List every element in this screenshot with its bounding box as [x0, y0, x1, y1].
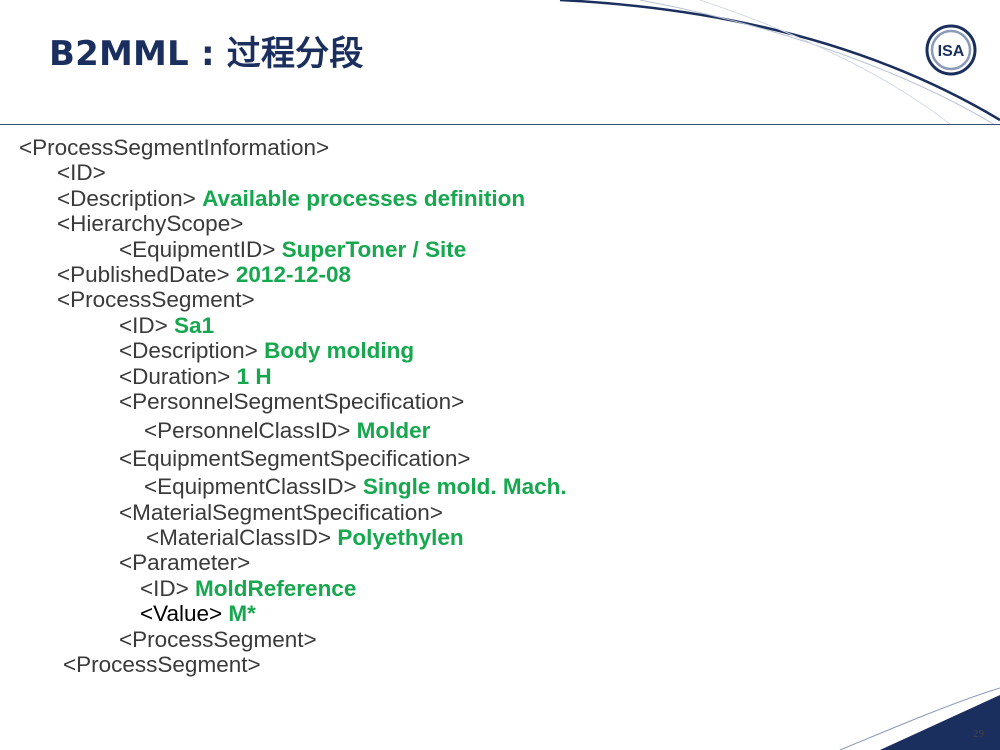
xml-tag: <ID>: [57, 160, 106, 185]
xml-tag: <PublishedDate>: [57, 262, 230, 287]
xml-value: M*: [228, 601, 256, 626]
xml-line: <ID> Sa1: [119, 313, 214, 339]
xml-value: Sa1: [174, 313, 215, 338]
xml-tag: <EquipmentSegmentSpecification>: [119, 446, 471, 471]
xml-line: <Value> M*: [140, 601, 256, 627]
xml-tag: <Value>: [140, 601, 223, 626]
xml-line: <MaterialClassID> Polyethylen: [146, 525, 464, 551]
page-number: 29: [973, 728, 984, 740]
xml-value: MoldReference: [195, 576, 357, 601]
isa-logo-text: ISA: [938, 43, 965, 60]
xml-line: <EquipmentSegmentSpecification>: [119, 446, 470, 472]
xml-tag: <Description>: [57, 186, 196, 211]
xml-tag: <Parameter>: [119, 550, 251, 575]
xml-tag: <Duration>: [119, 364, 231, 389]
xml-value: SuperToner / Site: [281, 237, 467, 262]
xml-line: <EquipmentID> SuperToner / Site: [119, 237, 466, 263]
xml-line: <Description> Available processes defini…: [57, 186, 525, 212]
xml-tag: <ProcessSegment>: [119, 627, 317, 652]
xml-tag: <ProcessSegment>: [57, 287, 255, 312]
xml-tag: <ID>: [140, 576, 189, 601]
xml-value: 1 H: [236, 364, 272, 389]
xml-tag: <EquipmentClassID>: [144, 474, 357, 499]
xml-line: <Parameter>: [119, 550, 250, 576]
xml-tag: <MaterialSegmentSpecification>: [119, 500, 443, 525]
header-divider: [0, 124, 1000, 125]
xml-tag: <EquipmentID>: [119, 237, 276, 262]
xml-value: Single mold. Mach.: [362, 474, 567, 499]
xml-line: <ProcessSegment>: [119, 627, 317, 653]
xml-tag: <PersonnelSegmentSpecification>: [119, 389, 465, 414]
xml-value: Molder: [356, 418, 431, 443]
slide-title: B2MML : 过程分段: [49, 34, 364, 74]
xml-value: Body molding: [264, 338, 415, 363]
xml-line: <EquipmentClassID> Single mold. Mach.: [144, 474, 567, 500]
xml-tag: <HierarchyScope>: [57, 211, 244, 236]
xml-line: <PublishedDate> 2012-12-08: [57, 262, 351, 288]
xml-line: <Description> Body molding: [119, 338, 414, 364]
isa-logo-icon: ISA: [925, 24, 977, 76]
xml-line: <ID> MoldReference: [140, 576, 356, 602]
xml-tag: <PersonnelClassID>: [144, 418, 351, 443]
xml-tag: <Description>: [119, 338, 258, 363]
xml-tag: <ID>: [119, 313, 168, 338]
xml-line: <Duration> 1 H: [119, 364, 272, 390]
xml-tag: <MaterialClassID>: [146, 525, 332, 550]
xml-value: 2012-12-08: [235, 262, 351, 287]
xml-line: <PersonnelClassID> Molder: [144, 418, 430, 444]
xml-line: <ProcessSegment>: [63, 652, 261, 678]
xml-value: Available processes definition: [202, 186, 526, 211]
xml-line: <HierarchyScope>: [57, 211, 243, 237]
xml-line: <ProcessSegment>: [57, 287, 255, 313]
xml-line: <ProcessSegmentInformation>: [19, 135, 329, 161]
xml-line: <PersonnelSegmentSpecification>: [119, 389, 464, 415]
xml-line: <MaterialSegmentSpecification>: [119, 500, 443, 526]
xml-tag: <ProcessSegment>: [63, 652, 261, 677]
xml-line: <ID>: [57, 160, 106, 186]
xml-tag: <ProcessSegmentInformation>: [19, 135, 330, 160]
xml-value: Polyethylen: [337, 525, 464, 550]
